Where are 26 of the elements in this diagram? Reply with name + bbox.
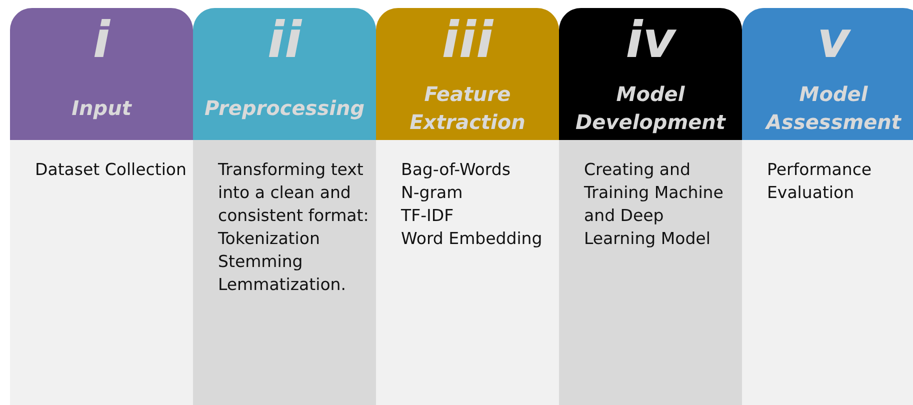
roman-numeral: ii: [266, 10, 304, 70]
roman-numeral: i: [92, 10, 112, 70]
stage-description: N-gram: [401, 182, 464, 204]
roman-numeral: iii: [440, 10, 495, 70]
stage-description: Word Embedding: [401, 228, 544, 250]
stage-column: [193, 8, 376, 405]
stage-title: Model Development: [574, 81, 727, 136]
roman-numeral: iv: [624, 10, 678, 70]
stage-description: Stemming: [218, 251, 304, 273]
stage-column: [376, 8, 559, 405]
stage-description: Tokenization: [218, 228, 321, 250]
roman-numeral: v: [816, 10, 852, 70]
stage-description: Bag-of-Words: [401, 159, 512, 181]
stage-description: Performance Evaluation: [767, 159, 873, 204]
stage-title: Model Assessment: [764, 81, 902, 136]
stage-description: Lemmatization.: [218, 274, 347, 296]
stage-description: TF-IDF: [401, 205, 455, 227]
stage-column: [10, 8, 193, 405]
stage-title: Preprocessing: [204, 95, 365, 122]
stage-column: [742, 8, 913, 405]
stage-column: [559, 8, 742, 405]
stage-description: Creating and Training Machine and Deep Learning Model: [584, 159, 724, 250]
stage-title: Feature Extraction: [408, 81, 526, 136]
stage-description: Transforming text into a clean and consistent format:: [218, 159, 370, 227]
stage-title: Input: [72, 95, 132, 122]
stage-description: Dataset Collection: [35, 159, 187, 181]
